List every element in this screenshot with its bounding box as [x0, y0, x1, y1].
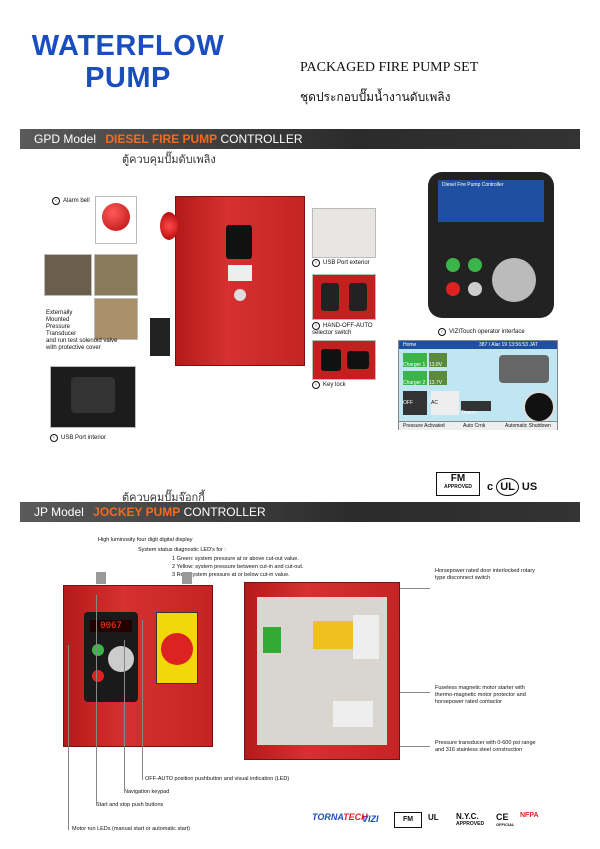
nav-annotation: Navigation keypad [124, 789, 170, 795]
gpd-section-bar: GPD Model DIESEL FIRE PUMP CONTROLLER [20, 129, 580, 149]
disconnect-switch[interactable] [156, 612, 198, 684]
status-yellow: 2 Yellow: system pressure between cut-in… [172, 564, 304, 570]
fm-approved-logo: FM APPROVED [436, 472, 480, 496]
usb-exterior-photo [312, 208, 376, 258]
subtitle: PACKAGED FIRE PUMP SET [300, 60, 479, 75]
backplate [257, 597, 387, 745]
usb-module-icon [71, 377, 115, 413]
fuse-block-icon [313, 621, 353, 649]
nyc-logo: N.Y.C. APPROVED [456, 812, 485, 827]
usb-interior-photo [50, 366, 136, 428]
off-auto-annotation: OFF-AUTO position pushbutton and visual … [145, 776, 290, 782]
alarm-bell-photo [95, 196, 137, 244]
gpd-rest: CONTROLLER [220, 132, 303, 146]
ul-logo: c UL US [487, 478, 537, 496]
start-button[interactable] [446, 258, 460, 272]
stop-button[interactable] [446, 282, 460, 296]
vizitouch-display [226, 225, 252, 259]
jp-thai-caption: ตู้ควบคุมปั๊มจ๊อกกี้ [122, 491, 205, 504]
nfpa-logo: NFPA [520, 812, 539, 819]
pressure-transducer-label: Externally Mounted Pressure Transducer a… [46, 310, 118, 351]
ul-footer-logo: UL [428, 813, 439, 822]
status-red: 3 Red: system pressure at or below cut-i… [172, 572, 290, 578]
display-annotation: High luminosity four digit digital displ… [98, 537, 193, 543]
gpd-highlight: DIESEL FIRE PUMP [105, 132, 218, 146]
digital-display: 0067 [90, 620, 132, 632]
side-transducer-icon [150, 318, 170, 356]
fm-logo: FM [394, 812, 422, 828]
jp-control-panel: 0067 [84, 612, 138, 702]
disconnect-annotation: Horsepower rated door interlocked rotary… [435, 568, 535, 581]
gpd-model-label: GPD Model [34, 132, 97, 146]
vizitouch-device: Diesel Fire Pump Controller [428, 172, 554, 318]
circuit-board-icon [263, 627, 281, 653]
usb-exterior-label: ‹USB Port exterior [312, 259, 370, 267]
gpd-thai-caption: ตู้ควบคุมปั๊มดับเพลิง [122, 153, 216, 166]
pilot-light-icon [182, 572, 192, 584]
solenoid-photo [94, 298, 138, 340]
start-push-button[interactable] [92, 644, 104, 656]
navigation-keypad[interactable] [108, 646, 134, 672]
tornatech-logo: TORNATECH [312, 812, 368, 822]
jp-section-bar: JP Model JOCKEY PUMP CONTROLLER [20, 502, 580, 522]
engine-icon [499, 355, 549, 383]
jp-highlight: JOCKEY PUMP [93, 505, 181, 519]
pressure-gauge-icon [523, 391, 555, 423]
status-annotation: System status diagnostic LED's for : [138, 547, 226, 553]
contactor-icon [353, 615, 379, 659]
alarm-bell-label: ‹Alarm bell [52, 197, 90, 205]
vizitouch-screen-enlarged: Home 387 / Alar 19 13:56:53 JAT Charger … [398, 340, 558, 430]
jp-model-label: JP Model [34, 505, 84, 519]
key-lock-photo [312, 340, 376, 380]
transducer-photo-2 [94, 254, 138, 296]
startstop-annotation: Start and stop push buttons [96, 802, 164, 808]
cabinet-label-plate [228, 265, 252, 281]
status-green: 1 Green: system pressure at or above cut… [172, 556, 299, 562]
key-lock-label: ‹Key lock [312, 381, 346, 389]
rotary-handle-icon [161, 633, 193, 665]
hoa-switch-photo [312, 274, 376, 320]
starter-annotation: Fuseless magnetic motor starter with the… [435, 685, 526, 705]
usb-interior-label: ‹USB Port interior [50, 434, 106, 442]
stop-push-button[interactable] [92, 670, 104, 682]
motor-starter-icon [333, 701, 373, 727]
jp-rest: CONTROLLER [183, 505, 266, 519]
transducer-annotation: Pressure transducer with 0-600 psi range… [435, 740, 536, 753]
ce-logo: CE OFFICIAL [496, 812, 515, 827]
navigation-pad[interactable] [492, 258, 536, 302]
page-title: WATERFLOW PUMP [31, 30, 225, 94]
cabinet-bell-icon [160, 212, 178, 240]
pilot-light-icon [96, 572, 106, 584]
vizitouch-screen: Diesel Fire Pump Controller [438, 180, 544, 222]
motor-leds-annotation: Motor run LEDs (manual start or automati… [72, 826, 190, 832]
vizitouch-label: ‹VIZITouch operator interface [438, 328, 525, 336]
vizi-logo: VIZI [362, 814, 379, 824]
transducer-photo-1 [44, 254, 92, 296]
bell-icon [102, 203, 130, 231]
key-lock-icon [234, 289, 246, 301]
gpd-cabinet [175, 196, 305, 366]
jp-cabinet-closed: 0067 [63, 585, 213, 747]
jp-cabinet-open [244, 582, 400, 760]
hoa-label: ‹HAND-OFF-AUTO selector switch [312, 322, 373, 336]
subtitle-thai: ชุดประกอบปั๊มน้ำงานดับเพลิง [300, 90, 451, 104]
